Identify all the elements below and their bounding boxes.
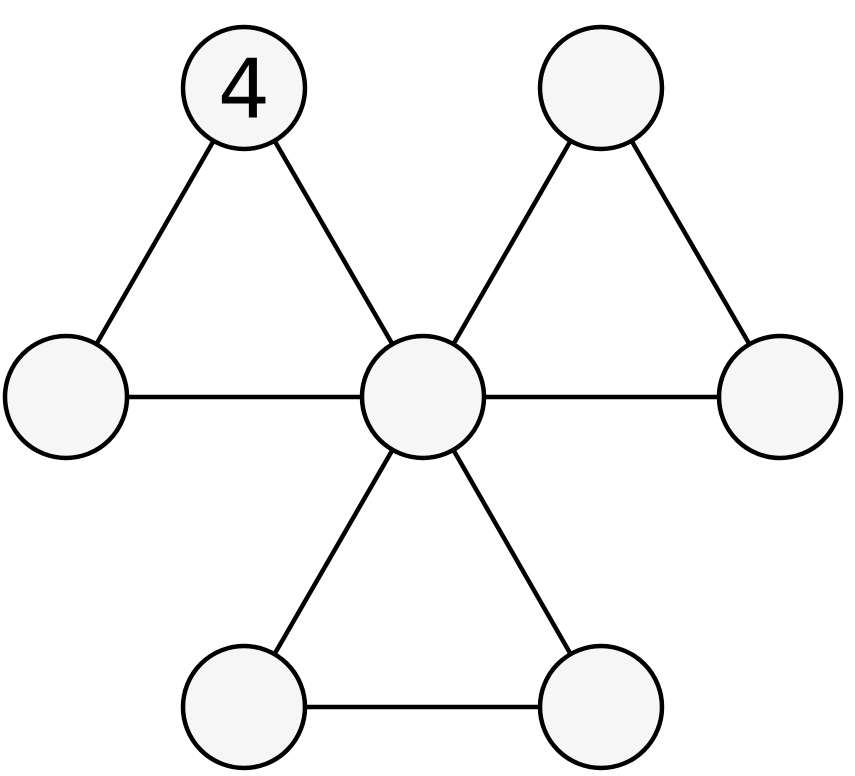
node-label: 4 <box>218 43 270 138</box>
node-middle-right <box>716 333 844 461</box>
edge-top-left-middle-left <box>94 139 216 346</box>
edge-top-right-center <box>451 139 573 346</box>
node-top-left: 4 <box>180 24 308 152</box>
node-circle <box>716 333 844 461</box>
edge-top-left-center <box>272 139 395 346</box>
edge-center-bottom-left <box>272 448 395 656</box>
node-circle <box>180 643 308 771</box>
edge-center-bottom-right <box>451 448 573 656</box>
nodes: 4 <box>2 24 844 771</box>
node-bottom-left <box>180 643 308 771</box>
node-circle <box>537 24 665 152</box>
edges <box>94 139 752 710</box>
node-top-right <box>537 24 665 152</box>
node-bottom-right <box>537 643 665 771</box>
edge-top-right-middle-right <box>629 139 752 346</box>
node-middle-left <box>2 333 130 461</box>
node-circle <box>180 24 308 152</box>
node-circle <box>537 643 665 771</box>
node-circle <box>359 333 487 461</box>
node-circle <box>2 333 130 461</box>
node-center <box>359 333 487 461</box>
